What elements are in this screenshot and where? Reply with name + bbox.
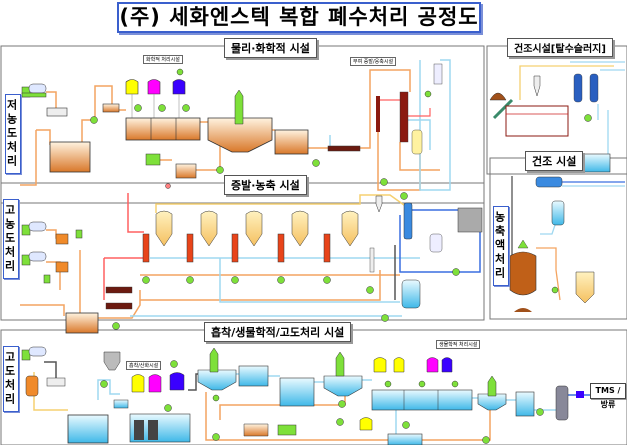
preheater-2 bbox=[105, 302, 133, 310]
biological-tanks bbox=[371, 389, 473, 411]
sub-label-chemical: 화학적 처리시설 bbox=[143, 55, 183, 64]
section-label-evaporation: 증발·농축 시설 bbox=[224, 175, 307, 195]
pipes-drying-sludge bbox=[519, 61, 625, 155]
treated-tank bbox=[274, 129, 309, 155]
storage-tank bbox=[49, 141, 91, 173]
pipes-drying bbox=[511, 176, 625, 301]
evaporators bbox=[155, 210, 359, 247]
sight-column bbox=[369, 247, 375, 273]
side-label-concentrate: 농축액처리 bbox=[493, 206, 509, 286]
screen-advanced bbox=[46, 377, 66, 387]
receiver-tank bbox=[551, 200, 565, 226]
pump-icons bbox=[100, 360, 544, 444]
scrubber-1 bbox=[573, 73, 583, 103]
anoxic-tank bbox=[387, 433, 423, 445]
section-label-drying-sludge: 건조시설[탈수슬러지] bbox=[507, 38, 613, 57]
pump-icons bbox=[43, 229, 460, 330]
preheater-1 bbox=[105, 286, 133, 294]
receiving-tank-2 bbox=[55, 261, 69, 273]
bio-chemical-tanks bbox=[359, 357, 453, 431]
screen-unit bbox=[46, 107, 68, 117]
truck-advanced bbox=[21, 346, 47, 361]
condenser-vertical bbox=[403, 202, 413, 240]
carbon-hopper bbox=[103, 351, 121, 371]
condenser-horizontal bbox=[535, 176, 563, 188]
dryer-unit bbox=[505, 105, 569, 137]
tms-discharge-label: TMS / 방류 bbox=[590, 383, 626, 409]
adsorption-chemical-tanks bbox=[131, 372, 185, 393]
column-3 bbox=[411, 129, 423, 155]
sludge-thickener-adv bbox=[243, 423, 269, 437]
page-title: (주) 세화엔스텍 복합 폐수처리 공정도 bbox=[117, 2, 481, 33]
thickener bbox=[175, 163, 197, 179]
side-label-high-conc: 고농도처리 bbox=[3, 199, 19, 279]
aeration-tank bbox=[67, 414, 109, 444]
section-label-drying: 건조 시설 bbox=[525, 151, 584, 171]
screen-tank bbox=[102, 103, 120, 113]
final-tank bbox=[515, 391, 535, 417]
cooling-tower bbox=[457, 207, 483, 233]
flow-meter bbox=[576, 391, 584, 398]
scrubber-2 bbox=[589, 73, 599, 103]
column-1 bbox=[376, 96, 380, 132]
side-label-advanced: 고도처리 bbox=[3, 346, 19, 412]
cyclone-evaporation bbox=[375, 195, 383, 213]
section-label-advanced: 흡착/생물학적/고도처리 시설 bbox=[204, 322, 352, 342]
dry-product-bin bbox=[514, 308, 532, 312]
pump-icon bbox=[584, 114, 592, 122]
clarifier-4 bbox=[477, 375, 507, 411]
dosing-tank bbox=[113, 399, 129, 409]
pump-icons bbox=[90, 68, 432, 200]
vacuum-unit bbox=[429, 233, 443, 253]
concentrate-tank bbox=[575, 271, 595, 304]
condensate-tank bbox=[401, 279, 421, 309]
section-label-physchem: 물리·화학적 시설 bbox=[224, 38, 317, 58]
sub-label-evap-cond: 부여 증발/응축시설 bbox=[350, 57, 397, 66]
sludge-hopper bbox=[145, 153, 161, 166]
trucks-evaporation bbox=[21, 221, 47, 266]
collection-tank bbox=[65, 312, 99, 334]
chemical-drum bbox=[25, 375, 39, 397]
chemical-tanks bbox=[125, 79, 186, 118]
clarifier-1 bbox=[207, 89, 273, 153]
pump-icon bbox=[551, 286, 559, 294]
filter bbox=[327, 145, 361, 152]
receiving-tank-1 bbox=[55, 233, 69, 245]
drying-reactor bbox=[509, 251, 537, 296]
cyclone bbox=[533, 75, 541, 97]
heat-exchangers bbox=[142, 233, 331, 263]
sub-label-biological: 생물학적 처리시설 bbox=[436, 340, 481, 349]
bio-tank-1 bbox=[238, 365, 269, 387]
sub-label-adsorption: 흡착/산화시설 bbox=[126, 361, 162, 370]
tank-truck bbox=[21, 83, 47, 98]
clarifier-3 bbox=[323, 351, 363, 397]
polishing-column bbox=[555, 385, 569, 421]
reaction-tanks bbox=[125, 117, 201, 141]
conveyor bbox=[492, 98, 514, 120]
sludge-pile bbox=[489, 92, 507, 101]
clarifier-2 bbox=[197, 347, 237, 391]
condenser bbox=[433, 63, 443, 85]
dewatering-unit bbox=[277, 424, 297, 436]
column-2 bbox=[399, 91, 409, 143]
side-label-low-conc: 저농도처리 bbox=[5, 94, 21, 174]
bio-tank-2 bbox=[279, 377, 315, 407]
